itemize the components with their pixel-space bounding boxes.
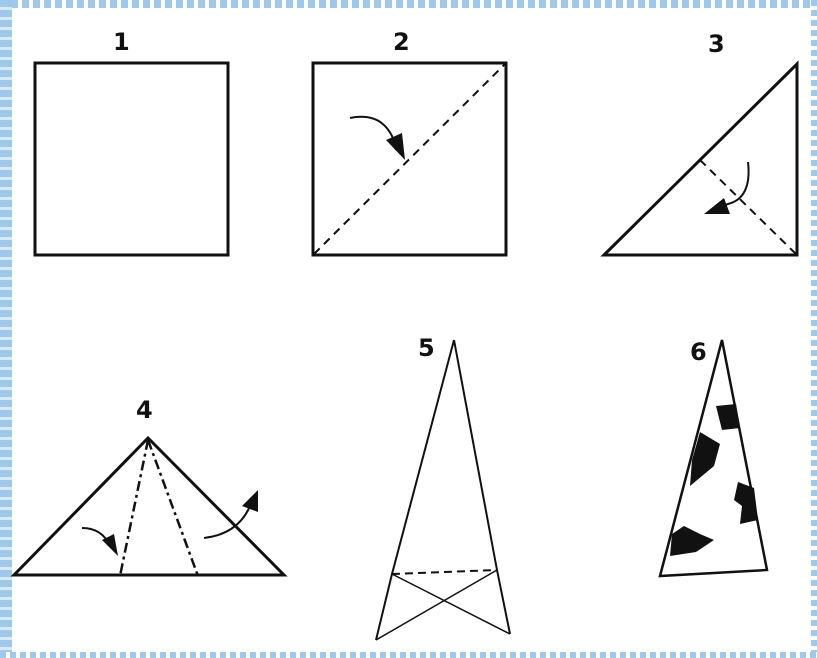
fold-arrowhead-icon [102, 534, 118, 556]
cutout-shape [734, 482, 758, 524]
fold-arrowhead-icon [704, 198, 730, 214]
cut-line [391, 569, 498, 575]
step-4-label: 4 [136, 396, 153, 424]
step-3-label: 3 [708, 30, 725, 58]
border-top [0, 0, 817, 8]
step-5: 5 [375, 334, 511, 641]
folded-cone [375, 339, 511, 641]
border-right [811, 0, 817, 658]
fold-line [699, 159, 798, 256]
step-6-label: 6 [690, 338, 707, 366]
fold-arrowhead-icon [386, 133, 405, 160]
fold-arrowhead-icon [242, 490, 258, 512]
square-paper [33, 61, 230, 257]
step-6: 6 [658, 338, 769, 578]
fold-arrow-right [203, 505, 251, 539]
step-3: 3 [600, 30, 799, 257]
border-bottom [0, 652, 817, 658]
fold-line-left [118, 439, 150, 577]
step-1: 1 [33, 28, 230, 257]
diagonal-fold-line [313, 63, 506, 255]
fold-arrow [715, 161, 750, 209]
fold-arrow [349, 115, 397, 151]
cutout-shape [670, 526, 714, 556]
square-paper [311, 61, 508, 257]
step-5-label: 5 [418, 334, 435, 362]
fold-line-right [146, 439, 200, 577]
step-4: 4 [10, 396, 288, 577]
fold-edge [391, 573, 511, 635]
step-1-label: 1 [113, 28, 130, 56]
border-left [0, 0, 12, 658]
triangle-paper [10, 435, 288, 577]
step-2: 2 [311, 28, 508, 257]
fold-edge [375, 569, 498, 641]
cut-triangle [658, 339, 769, 578]
step-2-label: 2 [393, 28, 410, 56]
cutout-shape [716, 404, 740, 430]
cutout-shape [690, 432, 720, 486]
